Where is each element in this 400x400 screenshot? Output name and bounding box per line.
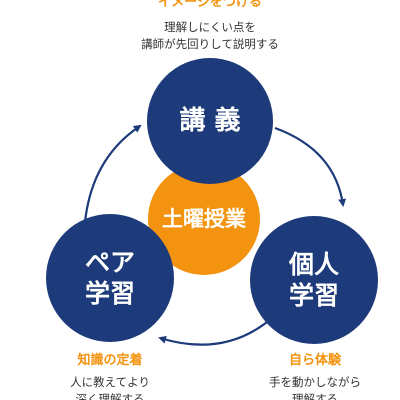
lecture-circle (147, 58, 273, 184)
individual-label-line1: 個人 (288, 250, 339, 279)
top-caption-title: イメージをつける (158, 0, 262, 10)
left-caption: 知識の定着 人に教えてより 深く理解する (40, 353, 180, 400)
arrow-individual-to-pair (158, 317, 273, 346)
top-caption-desc-line2: 講師が先回りして説明する (141, 37, 279, 51)
left-caption-title: 知識の定着 (77, 353, 143, 368)
arrow-lecture-to-individual (274, 126, 347, 207)
left-caption-desc-line1: 人に教えてより (70, 375, 150, 389)
left-caption-desc-line2: 深く理解する (75, 392, 145, 400)
pair-circle (46, 214, 174, 342)
center-label: 土曜授業 (162, 207, 246, 231)
right-caption-desc-line2: 理解する (292, 392, 338, 400)
center-circle (148, 163, 260, 275)
top-caption: イメージをつける 理解しにくい点を 講師が先回りして説明する (110, 0, 310, 53)
arrow-pair-to-lecture (83, 124, 142, 223)
individual-circle (250, 216, 378, 344)
pair-label-line2: 学習 (84, 279, 135, 308)
lecture-label: 講 義 (179, 106, 241, 136)
pair-label-line1: ペア (84, 248, 135, 277)
right-caption: 自ら体験 手を動かしながら 理解する (250, 353, 380, 400)
individual-label-line2: 学習 (288, 281, 339, 310)
pair-label: ペア 学習 (60, 247, 160, 309)
right-caption-desc-line1: 手を動かしながら (269, 375, 361, 389)
top-caption-desc-line1: 理解しにくい点を (164, 20, 256, 34)
individual-label: 個人 学習 (264, 249, 364, 311)
right-caption-title: 自ら体験 (288, 353, 341, 368)
